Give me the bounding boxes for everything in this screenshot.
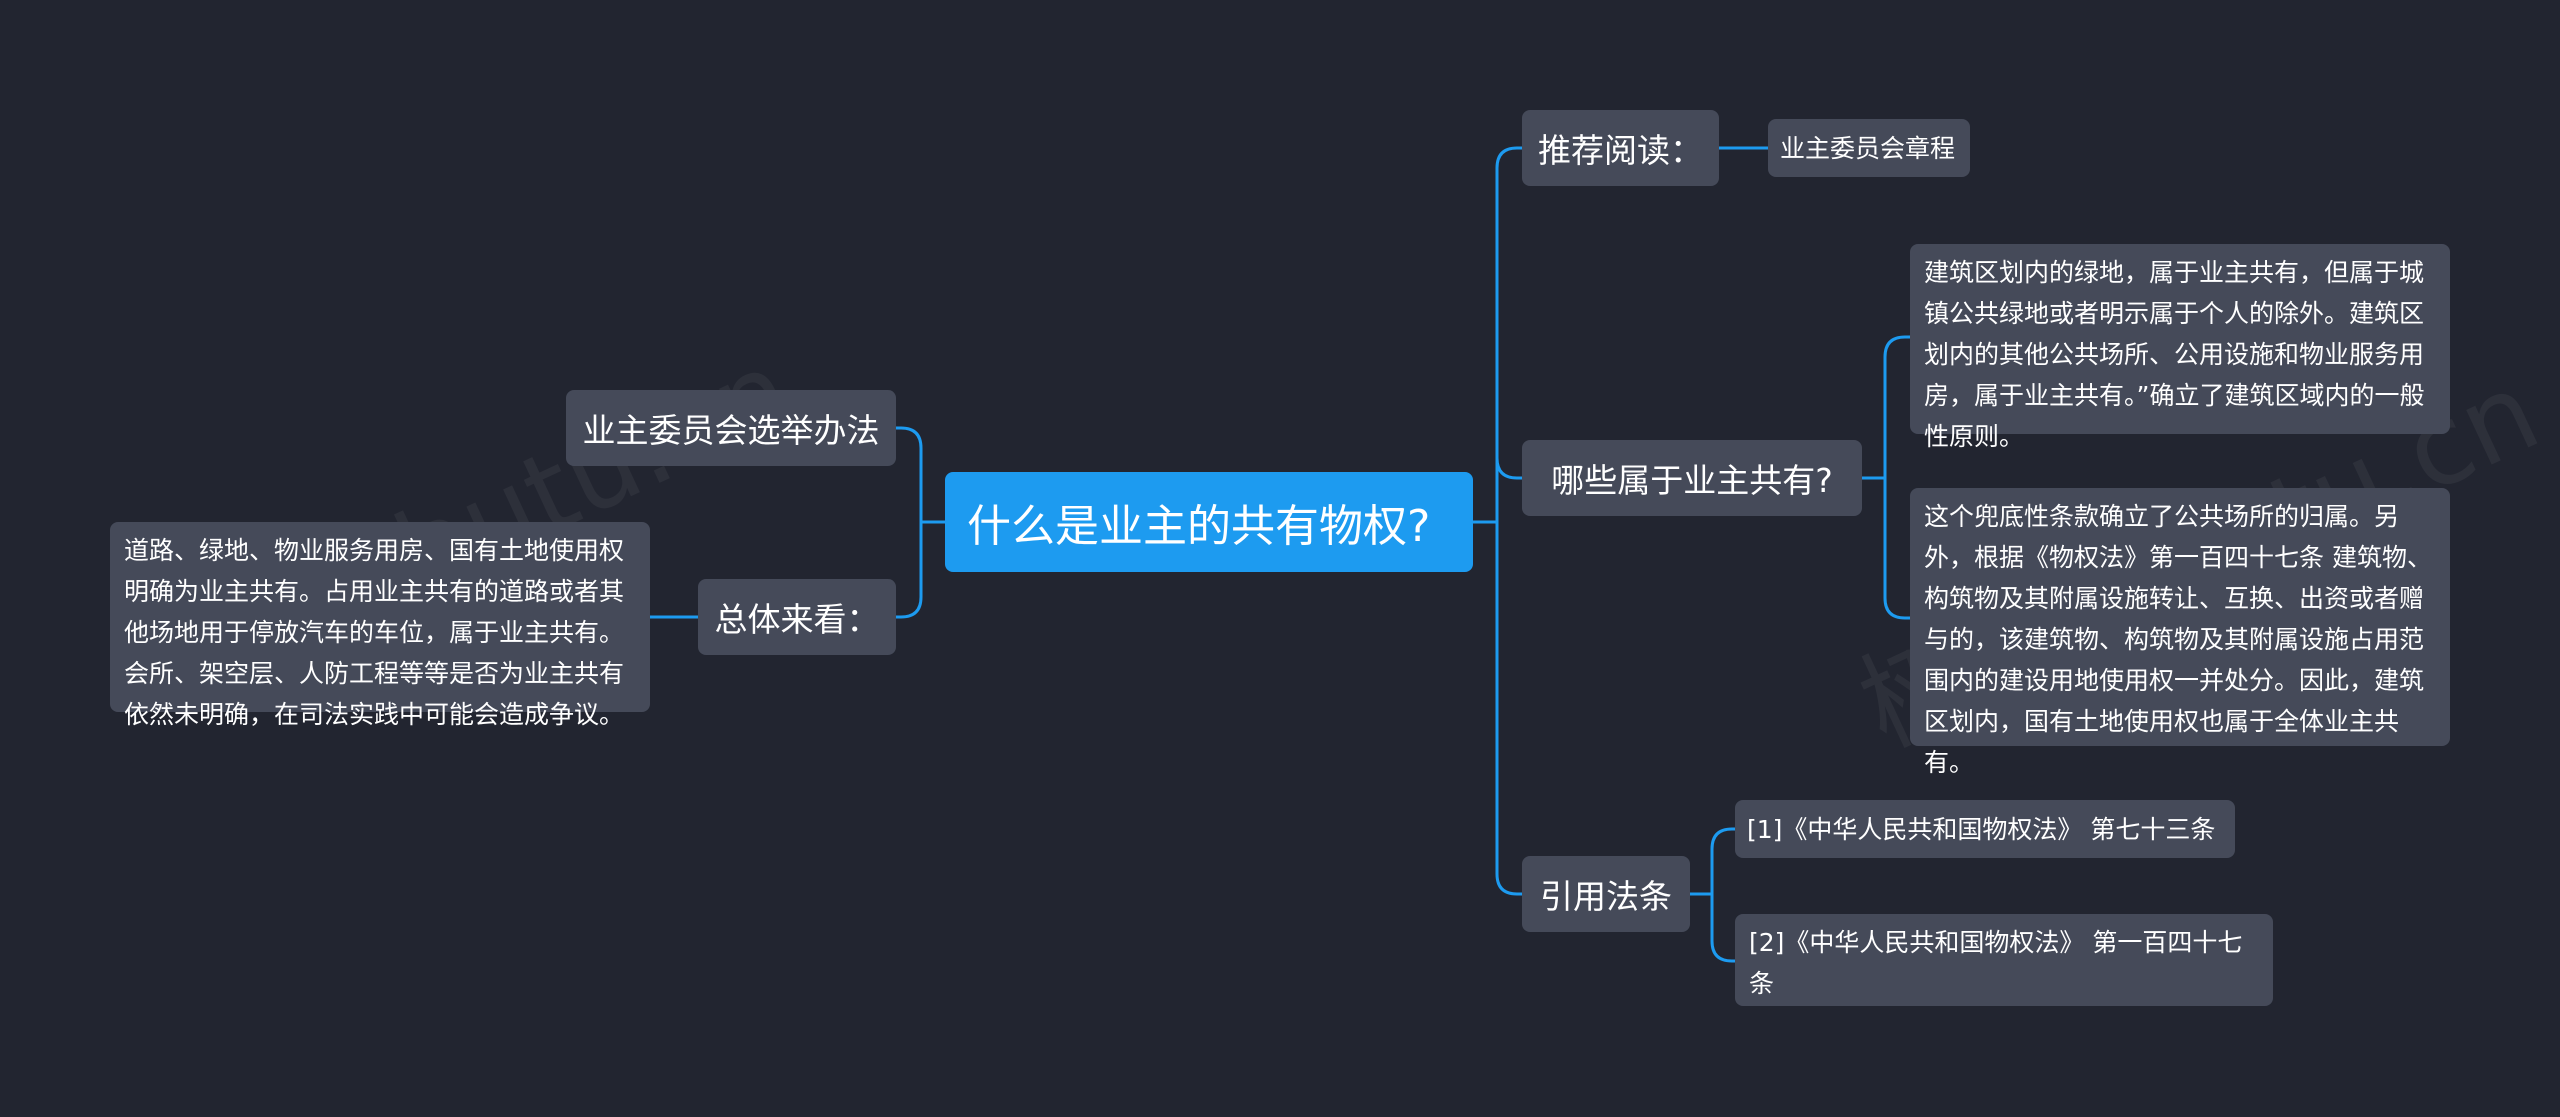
topic-recommend[interactable]: 推荐阅读： xyxy=(1522,110,1719,186)
law-ref-1[interactable]: [1]《中华人民共和国物权法》 第七十三条 xyxy=(1735,800,2235,858)
which-detail-2-text: 这个兜底性条款确立了公共场所的归属。另外，根据《物权法》第一百四十七条 建筑物、… xyxy=(1924,502,2432,777)
law-ref-2[interactable]: [2]《中华人民共和国物权法》 第一百四十七条 xyxy=(1735,914,2273,1006)
topic-law[interactable]: 引用法条 xyxy=(1522,856,1690,932)
topic-law-label: 引用法条 xyxy=(1540,877,1672,916)
law-ref-2-label: [2]《中华人民共和国物权法》 第一百四十七条 xyxy=(1749,928,2243,998)
which-detail-1[interactable]: 建筑区划内的绿地，属于业主共有，但属于城镇公共绿地或者明示属于个人的除外。建筑区… xyxy=(1910,244,2450,451)
overall-detail-text: 道路、绿地、物业服务用房、国有土地使用权明确为业主共有。占用业主共有的道路或者其… xyxy=(124,536,625,729)
root-topic[interactable]: 什么是业主的共有物权? xyxy=(945,472,1473,572)
topic-election-label: 业主委员会选举办法 xyxy=(582,411,880,450)
topic-overall-label: 总体来看： xyxy=(714,600,880,639)
connector-law-refs xyxy=(1710,827,1735,963)
topic-overall[interactable]: 总体来看： xyxy=(698,579,896,655)
connector-which-details xyxy=(1883,335,1910,620)
root-topic-label: 什么是业主的共有物权? xyxy=(967,501,1431,552)
topic-which[interactable]: 哪些属于业主共有? xyxy=(1522,440,1862,516)
connector-which xyxy=(1495,457,1522,480)
law-ref-1-label: [1]《中华人民共和国物权法》 第七十三条 xyxy=(1747,814,2216,844)
topic-recommend-label: 推荐阅读： xyxy=(1538,131,1703,170)
connector-left-trunk xyxy=(896,426,923,619)
connector-right-trunk xyxy=(1495,146,1522,896)
topic-which-label: 哪些属于业主共有? xyxy=(1551,461,1833,500)
which-detail-2[interactable]: 这个兜底性条款确立了公共场所的归属。另外，根据《物权法》第一百四十七条 建筑物、… xyxy=(1910,488,2450,777)
topic-election[interactable]: 业主委员会选举办法 xyxy=(566,390,896,466)
which-detail-1-text: 建筑区划内的绿地，属于业主共有，但属于城镇公共绿地或者明示属于个人的除外。建筑区… xyxy=(1924,258,2425,451)
recommend-child-label: 业主委员会章程 xyxy=(1780,133,1956,163)
recommend-child[interactable]: 业主委员会章程 xyxy=(1768,119,1970,177)
overall-detail[interactable]: 道路、绿地、物业服务用房、国有土地使用权明确为业主共有。占用业主共有的道路或者其… xyxy=(110,522,650,729)
